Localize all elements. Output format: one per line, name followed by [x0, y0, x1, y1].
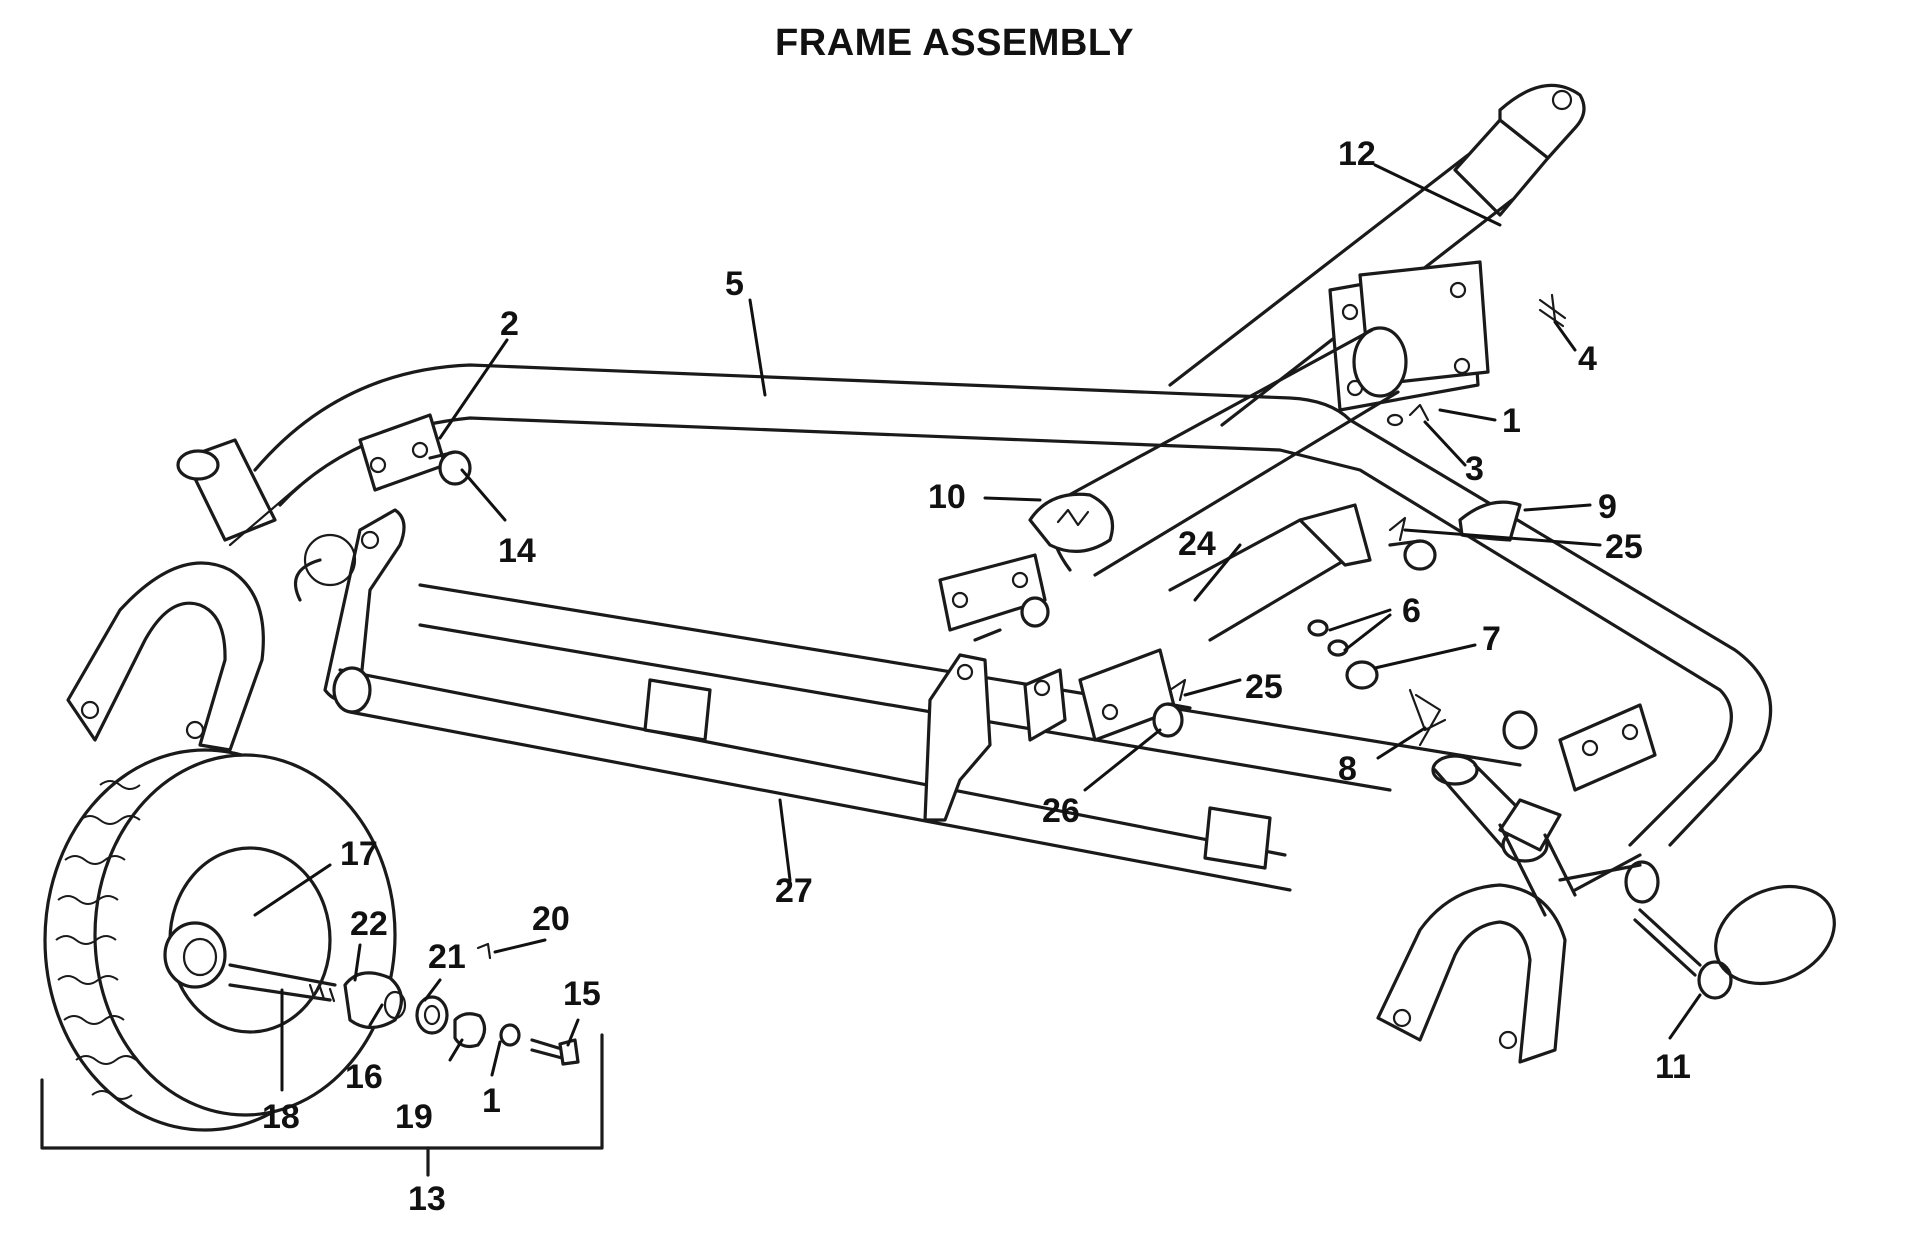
callout-16: 16	[345, 1058, 383, 1096]
callout-26: 26	[1042, 792, 1080, 830]
right-sleeve-tube	[1408, 688, 1562, 863]
upper-left-bracket	[358, 413, 472, 492]
callout-25-lower: 25	[1245, 668, 1283, 706]
callout-27: 27	[775, 872, 813, 910]
callout-20: 20	[532, 900, 570, 938]
callout-17: 17	[340, 835, 378, 873]
callout-14: 14	[498, 532, 536, 570]
callout-21: 21	[428, 938, 466, 976]
callout-19: 19	[395, 1098, 433, 1136]
hitch-pin-ring	[1633, 884, 1836, 1000]
callout-1-upper: 1	[1502, 402, 1521, 440]
callout-4: 4	[1578, 340, 1597, 378]
callout-3: 3	[1465, 450, 1484, 488]
callout-9: 9	[1598, 488, 1617, 526]
callout-12: 12	[1338, 135, 1376, 173]
callout-8: 8	[1338, 750, 1357, 788]
lower-frame	[294, 508, 1522, 892]
callout-25-upper: 25	[1605, 528, 1643, 566]
callout-13: 13	[408, 1180, 446, 1218]
part-25-cotter-pins	[1168, 516, 1407, 702]
middle-bracket	[923, 553, 1067, 822]
cross-tube	[1050, 326, 1408, 577]
callout-22: 22	[350, 905, 388, 943]
part-4-bolt	[1538, 293, 1567, 328]
center-clevis-assembly	[1078, 503, 1437, 742]
callout-10: 10	[928, 478, 966, 516]
callout-2: 2	[500, 305, 519, 343]
tube-mounting-plate	[1328, 260, 1490, 412]
right-end-bracket	[1502, 703, 1657, 792]
callout-15: 15	[563, 975, 601, 1013]
callout-6: 6	[1402, 592, 1421, 630]
wheel-axle-parts	[228, 942, 580, 1066]
callout-24: 24	[1178, 525, 1216, 563]
part-10-clamp	[1028, 492, 1115, 554]
callout-1-lower: 1	[482, 1082, 501, 1120]
wheel-assembly-bracket	[40, 1033, 604, 1177]
wheel-hub	[163, 921, 227, 989]
part-7-washer	[1345, 660, 1379, 690]
callout-leaders	[253, 163, 1702, 1092]
left-hitch-clevis	[66, 438, 302, 752]
part-6-nuts	[1307, 619, 1349, 657]
callout-labels: 12 5 2 4 1 3 10 14 9 24 25 6 7 25 8 26 2…	[262, 135, 1691, 1218]
callout-11: 11	[1655, 1048, 1691, 1086]
callout-18: 18	[262, 1098, 300, 1136]
diagram-title: FRAME ASSEMBLY	[775, 22, 1134, 64]
right-hitch-clevis	[1376, 823, 1660, 1064]
part-1-3-hardware-upper	[1386, 403, 1430, 427]
callout-5: 5	[725, 265, 744, 303]
callout-7: 7	[1482, 620, 1501, 658]
main-frame-rail	[253, 363, 1773, 847]
